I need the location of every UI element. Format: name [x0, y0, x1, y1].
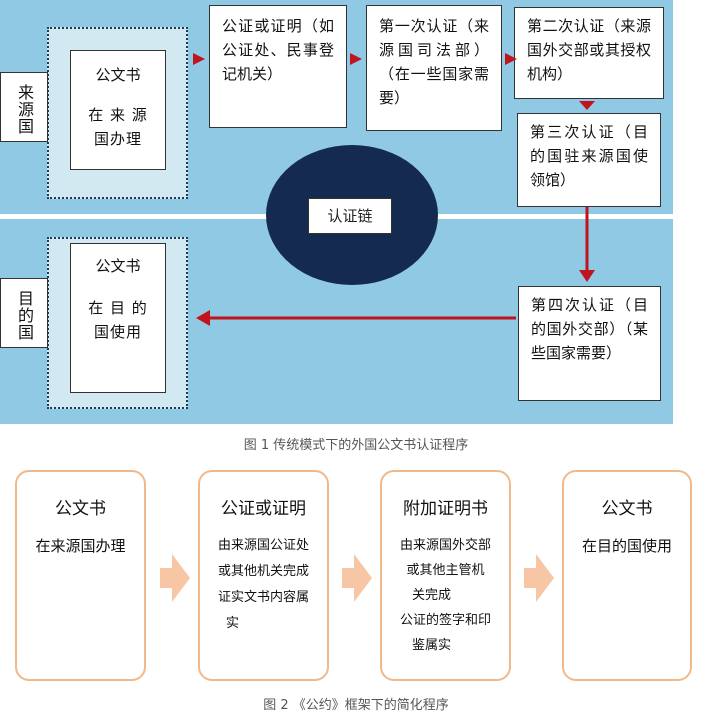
origin-country-label: 来源国: [0, 72, 48, 142]
figure-1-caption: 图 1 传统模式下的外国公文书认证程序: [243, 438, 469, 453]
step-arrow-1: [160, 554, 190, 602]
arrow-origin-to-notary: [193, 53, 205, 65]
figure-1: 公文书 在 来 源 国办理 来源国 公文书 在 目 的 国使用 目的国 公证或证…: [0, 0, 673, 453]
destination-document-box: 公文书 在 目 的 国使用: [70, 243, 166, 393]
second-authentication-box: 第二次认证（来源国外交部或其授权机构）: [514, 7, 664, 99]
figure-1-arrows: [193, 53, 595, 326]
step-3-line-1: 由来源国外交部: [399, 538, 491, 553]
step-arrow-2: [342, 554, 372, 602]
step-3-line-4: 公证的签字和印: [399, 613, 491, 628]
third-authentication-box: 第三次认证（目的国驻来源国使领馆）: [517, 113, 661, 207]
step-notary: 公证或证明 由来源国公证处 或其他机关完成 证实文书内容属 实: [198, 470, 329, 681]
fourth-authentication-box: 第四次认证（目的国外交部）（某些国家需要）: [518, 286, 661, 401]
origin-document-body: 在 来 源 国办理: [88, 106, 148, 148]
arrow-fourth-to-destination-head: [196, 310, 210, 326]
step-arrow-3: [524, 554, 554, 602]
step-1-line-1: 在来源国办理: [35, 537, 126, 555]
first-authentication-box: 第一次认证（来源国司法部）（在一些国家需要）: [366, 5, 502, 131]
origin-document-box: 公文书 在 来 源 国办理: [70, 50, 166, 170]
step-3-line-5: 鉴属实: [412, 638, 452, 653]
step-document-origin: 公文书 在来源国办理: [15, 470, 146, 681]
arrow-notary-to-first: [350, 53, 362, 65]
figure-2-arrows: [160, 554, 554, 602]
step-2-line-4: 实: [226, 616, 240, 631]
arrow-second-to-third: [579, 101, 595, 110]
arrow-first-to-second: [505, 53, 517, 65]
authentication-chain-label: 认证链: [308, 198, 392, 234]
step-document-destination: 公文书 在目的国使用: [562, 470, 692, 681]
destination-document-title: 公文书: [95, 257, 141, 275]
step-2-line-3: 证实文书内容属: [217, 590, 309, 605]
step-4-line-1: 在目的国使用: [581, 537, 672, 555]
step-3-line-2: 或其他主管机: [406, 563, 485, 578]
step-3-line-3: 关完成: [412, 588, 452, 603]
destination-country-label: 目的国: [0, 278, 48, 348]
arrow-third-to-fourth-head: [579, 270, 595, 282]
origin-document-title: 公文书: [95, 66, 141, 84]
step-2-line-2: 或其他机关完成: [217, 564, 309, 579]
notary-box: 公证或证明（如公证处、民事登记机关）: [209, 5, 347, 128]
step-1-title: 公文书: [55, 499, 106, 519]
figure-2-caption: 图 2 《公约》框架下的简化程序: [263, 698, 449, 713]
step-2-title: 公证或证明: [221, 499, 306, 519]
step-apostille: 附加证明书 由来源国外交部 或其他主管机 关完成 公证的签字和印 鉴属实: [380, 470, 511, 681]
step-4-title: 公文书: [601, 499, 653, 519]
step-2-line-1: 由来源国公证处: [217, 538, 309, 553]
destination-document-body: 在 目 的 国使用: [88, 299, 148, 341]
step-3-title: 附加证明书: [403, 499, 488, 519]
